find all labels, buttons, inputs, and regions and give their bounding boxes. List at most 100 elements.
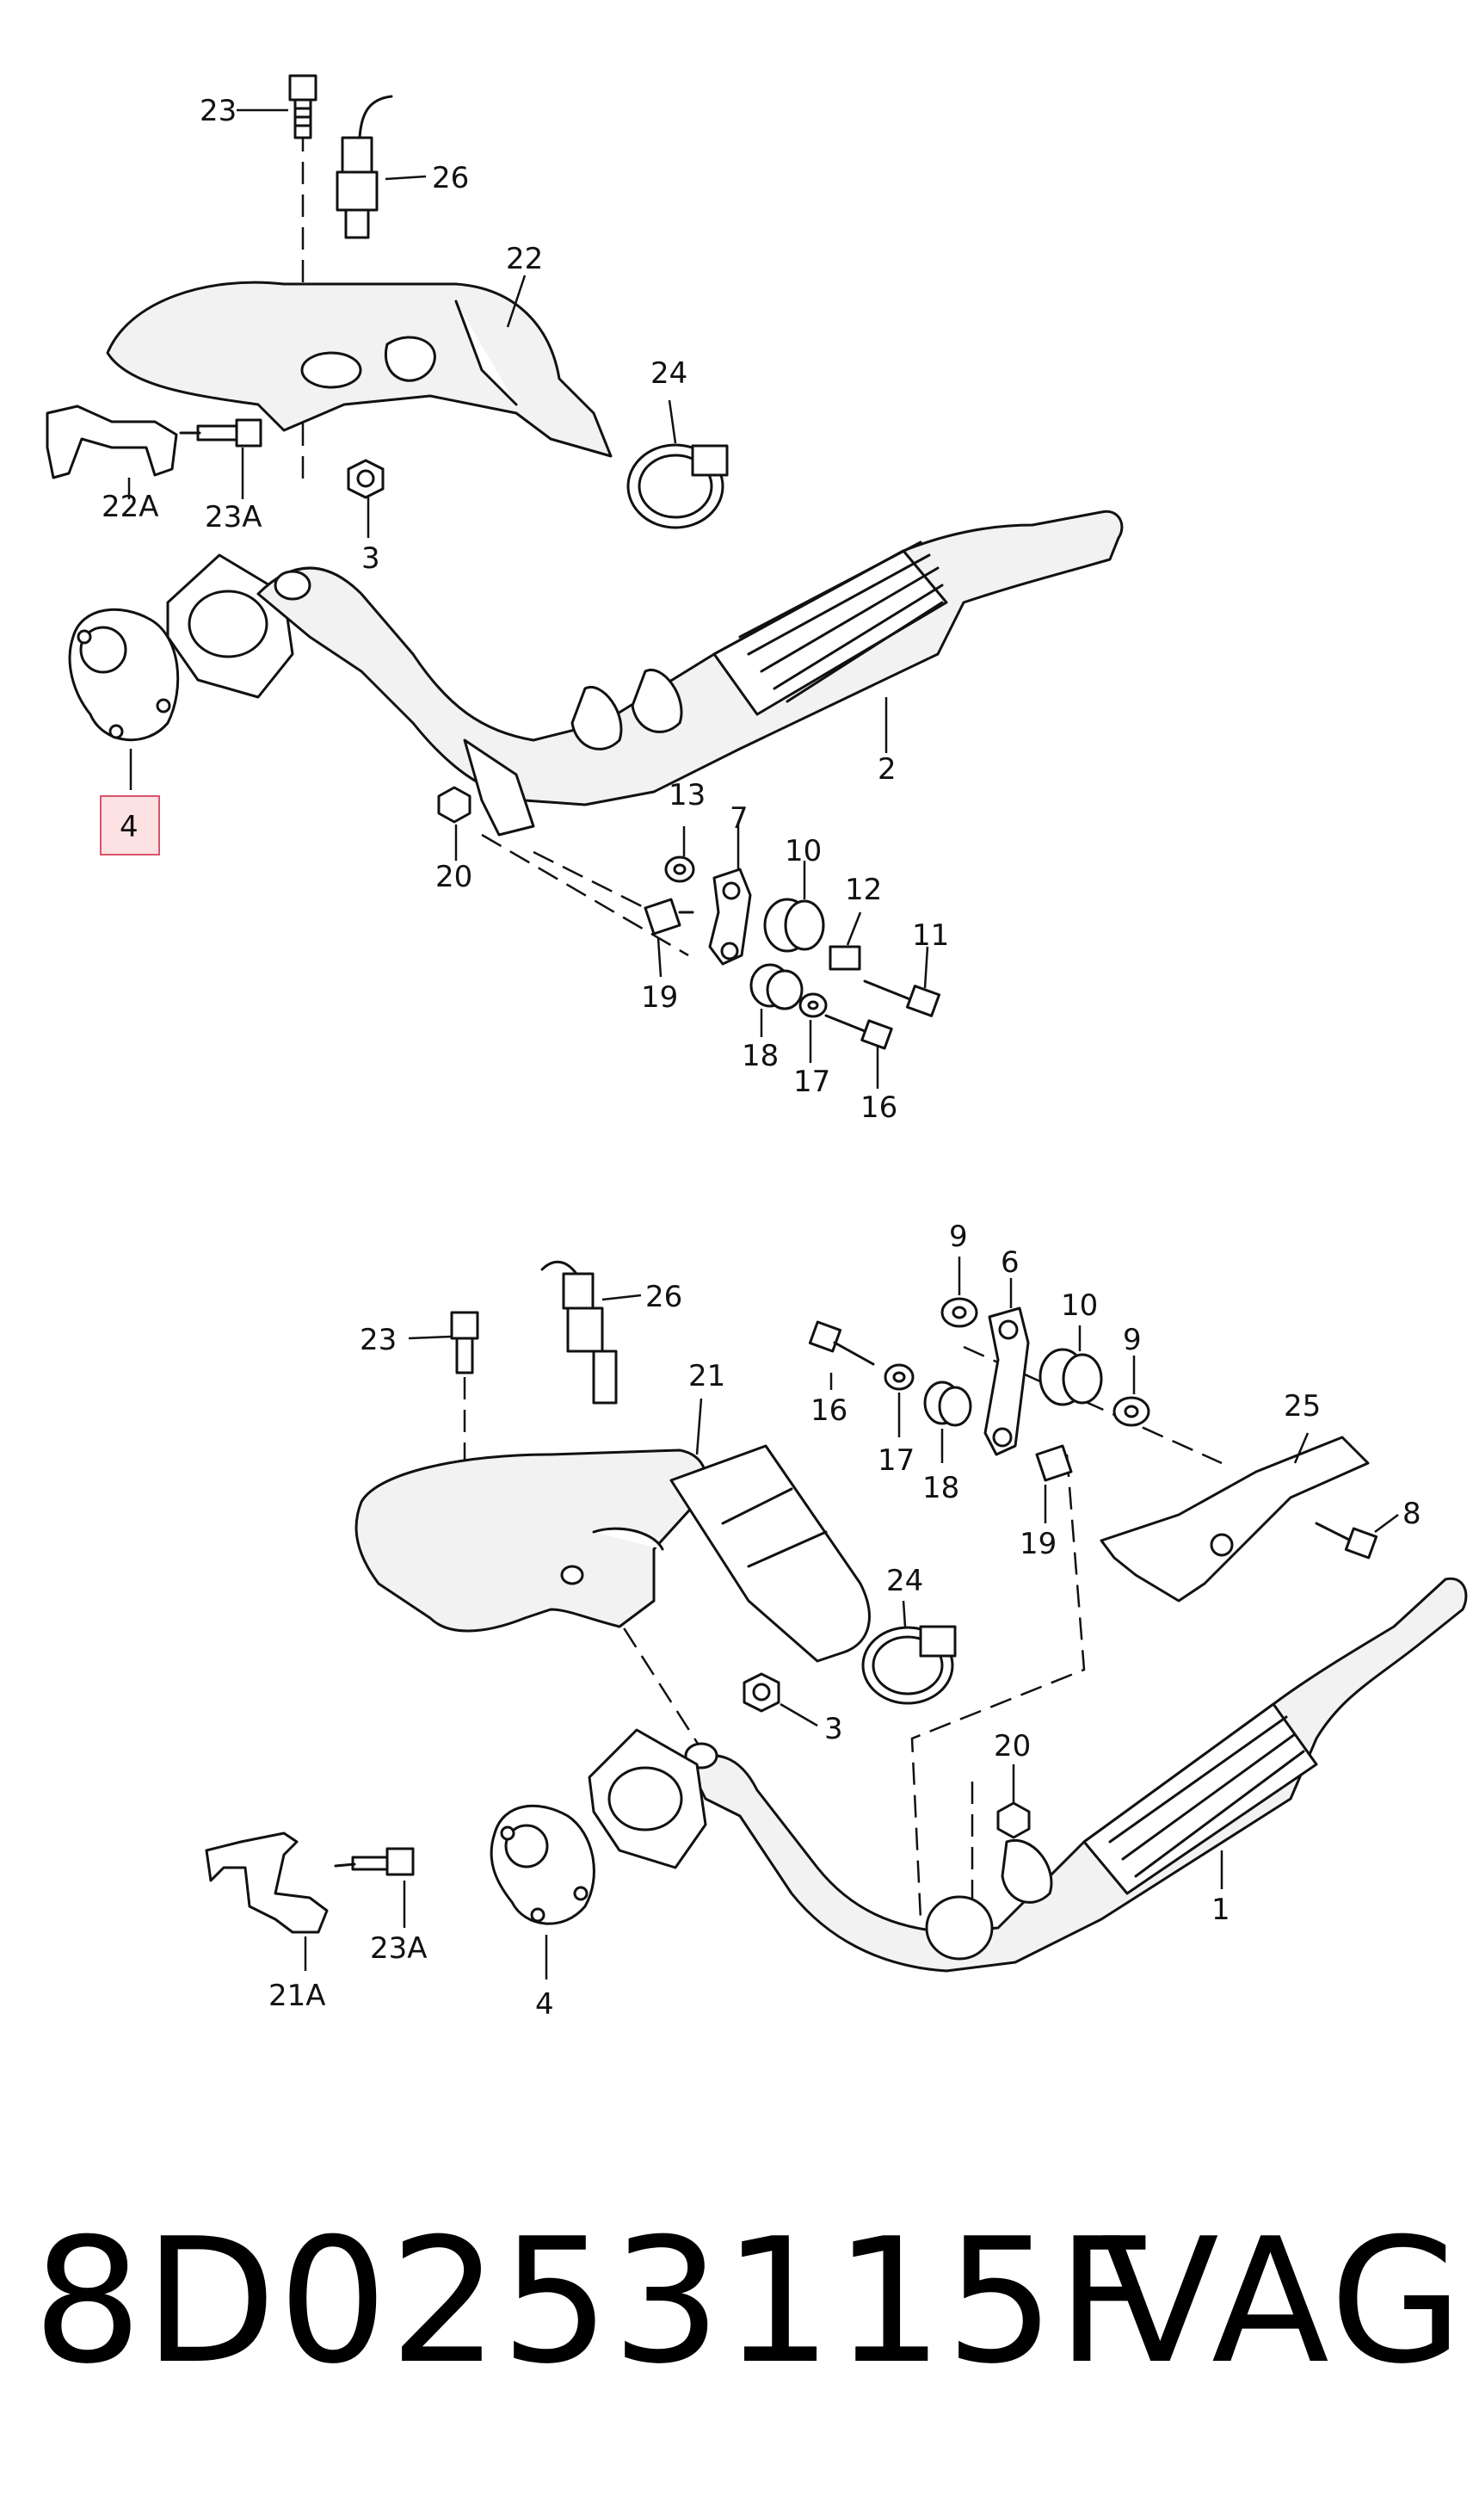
callout-25: 25 xyxy=(1284,1389,1321,1424)
rubber-mount-10 xyxy=(763,898,825,953)
callout-13: 13 xyxy=(669,778,706,812)
lower-assembly: 9 6 10 9 26 23 21 16 17 18 25 19 8 24 3 … xyxy=(205,1220,1468,2022)
upper-callouts: 23 26 22 24 22A 23A 3 4 2 13 7 10 12 11 … xyxy=(102,94,949,1125)
hanger-7 xyxy=(708,868,752,966)
nut-20-lower xyxy=(996,1801,1031,1839)
assembly-line xyxy=(463,1377,707,1757)
bolt-23A xyxy=(179,418,262,448)
leader-line xyxy=(656,937,663,978)
front-pipe-catalytic-converter-1 xyxy=(684,1577,1468,1973)
callout-20: 20 xyxy=(994,1729,1031,1763)
callout-23A: 23A xyxy=(370,1931,428,1966)
leader-line xyxy=(780,1702,818,1727)
callout-18: 18 xyxy=(742,1039,779,1073)
bolt-16-lower xyxy=(808,1320,875,1366)
leader-line xyxy=(846,911,862,946)
assembly-line xyxy=(910,1454,1086,1920)
highlighted-callout-box xyxy=(100,795,160,855)
callout-24: 24 xyxy=(886,1564,923,1598)
washer-13 xyxy=(664,855,695,883)
callout-2: 2 xyxy=(878,752,897,787)
rubber-mount-18 xyxy=(749,963,804,1010)
footer: 8D0253115F VAG xyxy=(0,2203,1473,2427)
bolt-23A-lower xyxy=(334,1847,415,1876)
leader-line xyxy=(506,275,527,328)
washer-17 xyxy=(798,992,828,1018)
nut-9-top xyxy=(940,1297,978,1328)
callout-24: 24 xyxy=(650,356,687,391)
callout-9-right: 9 xyxy=(1123,1323,1142,1357)
callout-23A: 23A xyxy=(205,500,262,534)
callout-21A: 21A xyxy=(268,1979,326,2013)
callout-16: 16 xyxy=(860,1090,897,1125)
gasket-4-lower xyxy=(490,1804,595,1925)
nut-20 xyxy=(437,786,471,824)
leader-line xyxy=(923,946,929,989)
heat-shield-22 xyxy=(106,281,613,458)
callout-22A: 22A xyxy=(102,490,159,524)
callout-3: 3 xyxy=(361,541,380,576)
washer-17-lower xyxy=(884,1363,915,1391)
nut-9-right xyxy=(1112,1396,1150,1427)
spacer-19 xyxy=(644,898,694,936)
catalytic-pipe-upper xyxy=(669,1444,871,1663)
callout-23: 23 xyxy=(360,1323,397,1357)
callout-19: 19 xyxy=(641,980,678,1015)
callout-7: 7 xyxy=(730,801,749,836)
front-pipe-catalytic-converter-2 xyxy=(256,510,1124,837)
callout-17: 17 xyxy=(793,1065,830,1099)
hanger-6 xyxy=(983,1306,1030,1456)
lower-callouts: 9 6 10 9 26 23 21 16 17 18 25 19 8 24 3 … xyxy=(268,1220,1421,2022)
callout-1: 1 xyxy=(1211,1893,1230,1927)
oxygen-sensor-26-lower xyxy=(540,1260,618,1405)
leader-line xyxy=(1293,1432,1310,1464)
leader-line xyxy=(1374,1513,1399,1534)
callout-10: 10 xyxy=(785,834,822,868)
callout-16: 16 xyxy=(810,1393,847,1428)
hose-clamp-24 xyxy=(626,443,729,529)
callout-23: 23 xyxy=(200,94,237,128)
gasket-4 xyxy=(68,608,180,742)
bracket-21A xyxy=(205,1831,329,1934)
assembly-line xyxy=(533,850,655,914)
rubber-mount-18-lower xyxy=(923,1380,972,1427)
upper-assembly: 23 26 22 24 22A 23A 3 4 2 13 7 10 12 11 … xyxy=(46,74,1124,1125)
callout-4: 4 xyxy=(535,1987,554,2022)
bolt-8 xyxy=(1315,1522,1378,1560)
bolt-23 xyxy=(288,74,317,139)
exploded-parts-diagram: 23 26 22 24 22A 23A 3 4 2 13 7 10 12 11 … xyxy=(46,74,1468,2022)
bolt-16 xyxy=(824,1014,893,1050)
callout-10: 10 xyxy=(1061,1288,1098,1323)
leader-line xyxy=(668,399,677,444)
callout-9-top: 9 xyxy=(949,1220,968,1254)
callout-17: 17 xyxy=(878,1443,915,1478)
oxygen-sensor-26 xyxy=(336,95,393,239)
leader-line xyxy=(601,1294,642,1301)
callout-6: 6 xyxy=(1001,1245,1020,1280)
hose-clamp-24-lower xyxy=(861,1625,957,1705)
callout-11: 11 xyxy=(912,918,949,953)
callout-20: 20 xyxy=(435,860,472,894)
callout-26: 26 xyxy=(645,1280,682,1314)
spacer-19-lower xyxy=(1035,1444,1073,1482)
callout-8: 8 xyxy=(1402,1497,1421,1531)
bracket-25 xyxy=(1100,1436,1370,1603)
callout-3: 3 xyxy=(824,1712,843,1746)
rubber-mount-10-lower xyxy=(1038,1348,1103,1406)
leader-line xyxy=(385,175,427,181)
pipe-flange-lower xyxy=(588,1728,707,1869)
callout-22: 22 xyxy=(506,242,543,276)
part-number: 8D0253115F xyxy=(33,2202,1158,2402)
nut-3-lower xyxy=(743,1672,780,1713)
bolt-11 xyxy=(863,979,941,1017)
heat-shield-21 xyxy=(354,1448,707,1633)
bolt-23-lower xyxy=(450,1311,479,1374)
callout-21: 21 xyxy=(688,1359,725,1393)
callout-26: 26 xyxy=(432,161,469,195)
callout-18: 18 xyxy=(922,1471,959,1505)
callout-12: 12 xyxy=(845,873,882,907)
bracket-22A xyxy=(46,405,178,479)
nut-3 xyxy=(347,459,385,499)
callout-19: 19 xyxy=(1020,1527,1057,1561)
